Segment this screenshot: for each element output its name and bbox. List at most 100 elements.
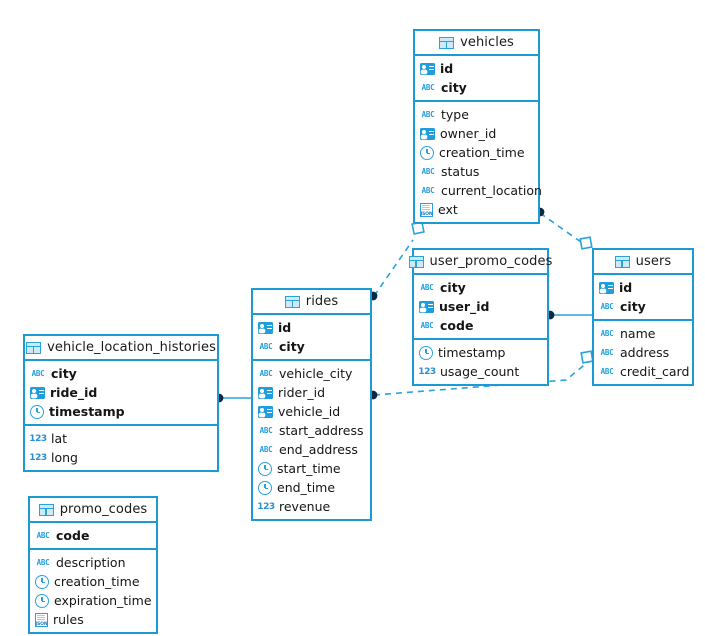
column-label: start_time [277,461,341,476]
column-row[interactable]: start_time [253,459,370,478]
column-label: start_address [279,423,364,438]
column-row[interactable]: end_time [253,478,370,497]
abc-icon: ABC [421,167,435,176]
column-row[interactable]: creation_time [30,572,156,591]
clock-icon [35,593,49,608]
clock-icon [420,145,434,160]
column-row[interactable]: id [253,318,370,337]
abc-icon: ABC [259,445,273,454]
abc-icon: ABC [36,531,50,540]
column-row[interactable]: expiration_time [30,591,156,610]
relationship-vlh-rides[interactable] [214,393,251,403]
column-label: creation_time [54,574,140,589]
column-label: end_address [279,442,358,457]
table-header[interactable]: users [594,250,692,275]
abc-icon: ABC [421,83,435,92]
clock-icon [30,404,44,419]
column-row[interactable]: user_id [414,297,547,316]
column-row[interactable]: rider_id [253,383,370,402]
column-row[interactable]: ABC start_address [253,421,370,440]
num-icon: 123 [29,433,47,444]
table-header[interactable]: vehicle_location_histories [25,336,217,361]
column-row[interactable]: id [415,59,538,78]
num-icon: 123 [418,366,436,377]
column-row[interactable]: timestamp [414,343,547,362]
table-title: vehicle_location_histories [47,340,216,355]
relationship-vehicles-users[interactable] [535,207,593,250]
column-row[interactable]: id [594,278,692,297]
column-label: ride_id [50,385,98,400]
column-row[interactable]: ABC current_location [415,181,542,200]
column-label: current_location [441,183,542,198]
column-row[interactable]: ABC city [25,364,217,383]
id-icon [419,300,434,313]
column-label: city [51,366,77,381]
id-icon [420,127,435,140]
column-label: vehicle_city [279,366,353,381]
column-label: revenue [279,499,331,514]
column-row[interactable]: ABC city [414,278,547,297]
column-row[interactable]: ABC city [415,78,538,97]
abc-icon: ABC [420,283,434,292]
column-row[interactable]: rules [30,610,156,629]
column-row[interactable]: ABC vehicle_city [253,364,370,383]
column-label: description [56,555,126,570]
table-header[interactable]: user_promo_codes [408,250,552,275]
clock-icon [35,574,49,589]
abc-icon: ABC [259,369,273,378]
abc-icon: ABC [600,348,614,357]
json-icon [420,202,433,217]
column-row[interactable]: timestamp [25,402,217,421]
table-header[interactable]: vehicles [415,31,538,56]
column-label: city [440,280,466,295]
column-row[interactable]: ext [415,200,538,219]
relationship-user-promo-codes-users[interactable] [545,310,592,320]
column-label: name [620,326,656,341]
abc-icon: ABC [259,426,273,435]
column-label: city [441,80,467,95]
id-icon [599,281,614,294]
column-row[interactable]: owner_id [415,124,538,143]
column-label: timestamp [49,404,125,419]
table-header[interactable]: promo_codes [30,498,156,523]
abc-icon: ABC [421,186,435,195]
table-icon [38,503,54,516]
column-label: long [51,450,78,465]
column-row[interactable]: creation_time [415,143,538,162]
column-row[interactable]: ABC end_address [253,440,370,459]
table-header[interactable]: rides [253,290,370,315]
id-icon [420,62,435,75]
column-label: user_id [439,299,490,314]
abc-icon: ABC [600,302,614,311]
column-row[interactable]: vehicle_id [253,402,370,421]
table-title: vehicles [460,35,514,50]
column-row[interactable]: ride_id [25,383,217,402]
abc-icon: ABC [31,369,45,378]
